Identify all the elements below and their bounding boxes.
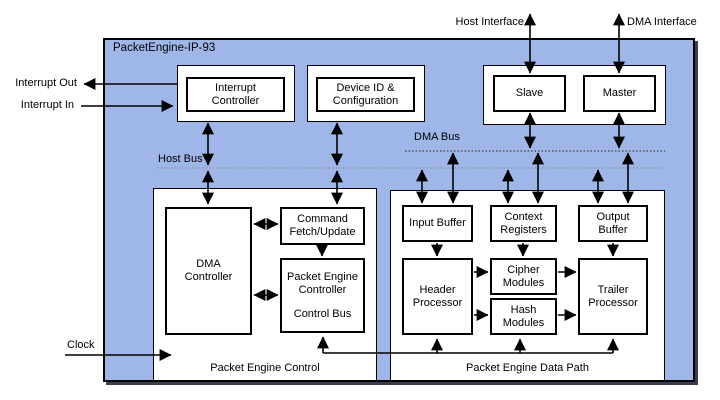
diagram-title: PacketEngine-IP-93: [113, 42, 216, 54]
master-label: Master: [602, 87, 637, 99]
input-buffer-block: Input Buffer: [402, 205, 473, 242]
interrupt-in-label: Interrupt In: [20, 99, 74, 111]
packet-engine-data-path-label: Packet Engine Data Path: [466, 362, 589, 374]
header-processor-label: Header Processor: [412, 283, 463, 309]
control-bus-label: Control Bus: [293, 307, 352, 320]
trailer-processor-block: Trailer Processor: [578, 258, 648, 335]
context-registers-block: Context Registers: [490, 205, 557, 242]
input-buffer-label: Input Buffer: [409, 217, 466, 229]
interrupt-controller-block: Interrupt Controller: [186, 77, 285, 112]
clock-label: Clock: [67, 339, 95, 351]
packet-engine-control-section: DMA Controller Command Fetch/Update Pack…: [153, 188, 377, 381]
trailer-processor-label: Trailer Processor: [588, 283, 638, 309]
cipher-modules-label: Cipher Modules: [502, 263, 545, 289]
slave-block: Slave: [493, 75, 566, 112]
packet-engine-control-label: Packet Engine Control: [210, 362, 320, 374]
dma-controller-label: DMA Controller: [184, 258, 233, 283]
cipher-modules-block: Cipher Modules: [490, 258, 557, 295]
interrupt-out-label: Interrupt Out: [15, 77, 77, 89]
command-fetch-block: Command Fetch/Update: [280, 207, 365, 245]
slave-master-outer: Slave Master: [483, 65, 666, 125]
header-processor-block: Header Processor: [402, 258, 473, 335]
interrupt-controller-outer: Interrupt Controller: [177, 65, 295, 122]
device-id-block: Device ID & Configuration: [316, 77, 415, 112]
packet-engine-data-path-section: Input Buffer Context Registers Output Bu…: [390, 190, 665, 381]
output-buffer-label: Output Buffer: [596, 210, 630, 236]
interrupt-controller-label: Interrupt Controller: [211, 81, 260, 107]
hash-modules-label: Hash Modules: [502, 303, 545, 329]
context-registers-label: Context Registers: [500, 210, 547, 236]
host-bus-label: Host Bus: [158, 153, 203, 165]
master-block: Master: [583, 75, 656, 112]
device-id-label: Device ID & Configuration: [332, 81, 399, 107]
device-id-outer: Device ID & Configuration: [307, 65, 425, 122]
output-buffer-block: Output Buffer: [578, 205, 648, 242]
command-fetch-label: Command Fetch/Update: [289, 213, 356, 238]
packet-engine-controller-label: Packet Engine Controller: [287, 270, 358, 296]
hash-modules-block: Hash Modules: [490, 298, 557, 335]
slave-label: Slave: [515, 87, 544, 99]
packet-engine-controller-block: Packet Engine Controller Control Bus: [280, 258, 365, 333]
host-interface-label: Host Interface: [455, 16, 524, 28]
dma-controller-block: DMA Controller: [165, 207, 252, 335]
dma-interface-label: DMA Interface: [627, 16, 697, 28]
dma-bus-label: DMA Bus: [414, 131, 460, 143]
